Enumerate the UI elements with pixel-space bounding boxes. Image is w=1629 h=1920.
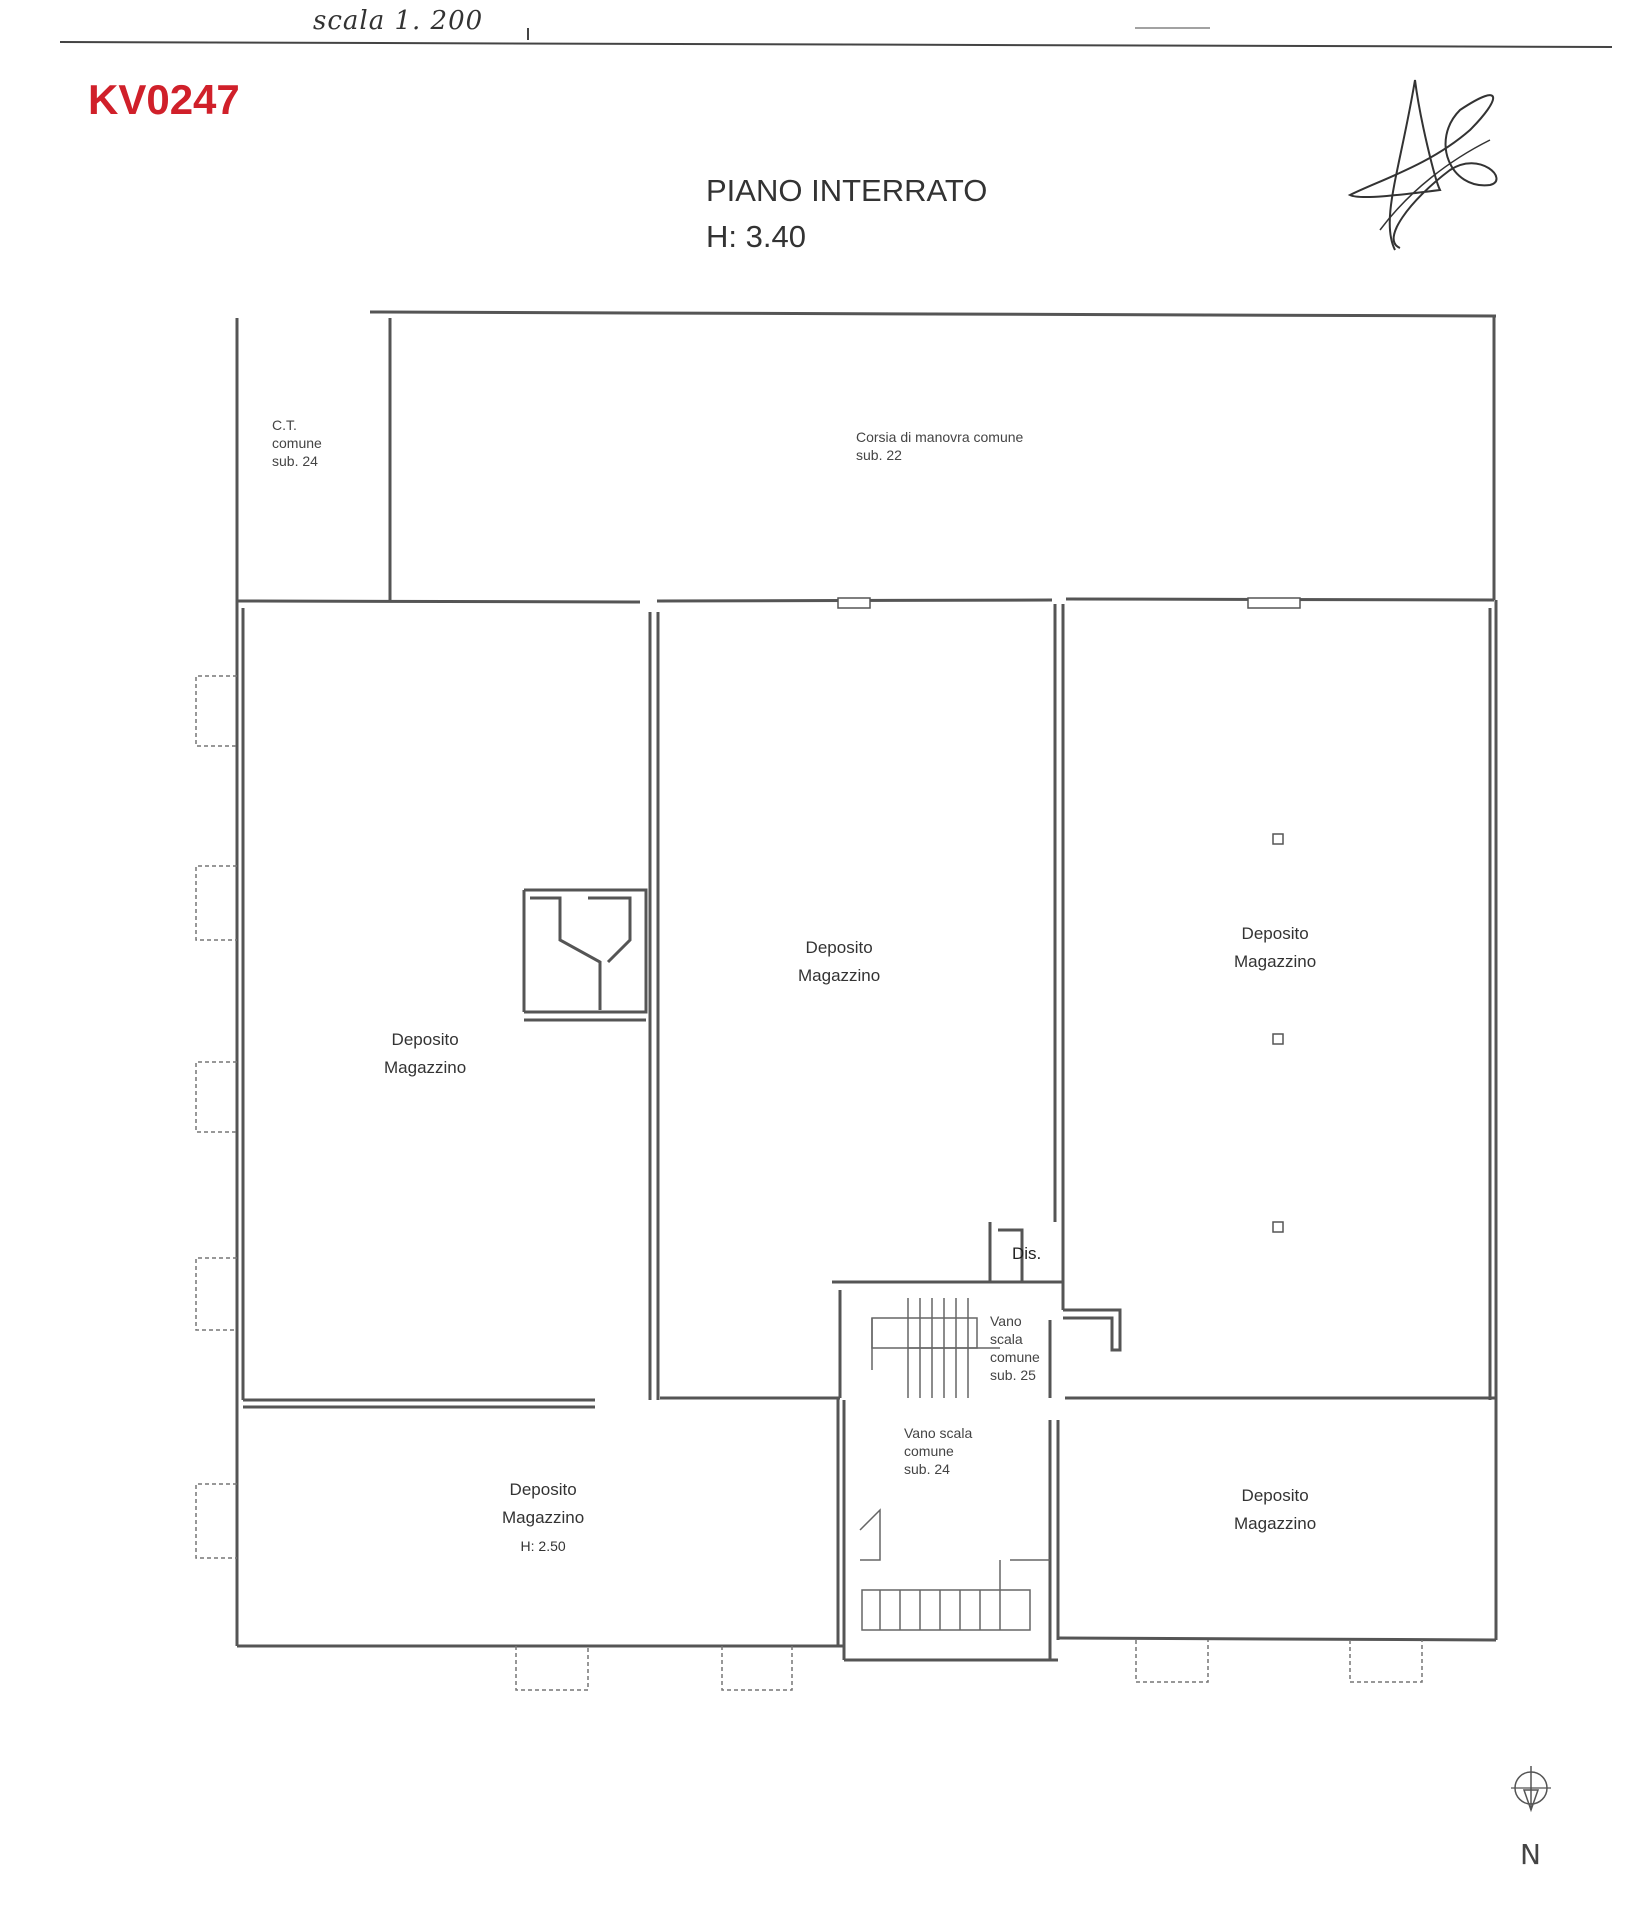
- room-vano-scala-24-label: Vano scala comune sub. 24: [904, 1424, 972, 1478]
- north-letter: N: [1520, 1838, 1541, 1871]
- north-compass-icon: [1511, 1766, 1551, 1813]
- room-south-west-label: Deposito Magazzino H: 2.50: [502, 1476, 584, 1560]
- vano-25-line4: sub. 25: [990, 1367, 1036, 1383]
- vano-24-line1: Vano scala: [904, 1425, 973, 1441]
- signature-mark: [1347, 79, 1498, 251]
- outer-walls: [235, 310, 1498, 1662]
- room-west-line2: Magazzino: [384, 1058, 467, 1077]
- room-corsia-label: Corsia di manovra comune sub. 22: [856, 428, 1023, 464]
- plan-title: PIANO INTERRATO H: 3.40: [706, 168, 987, 260]
- plan-title-floor: PIANO INTERRATO: [706, 173, 988, 208]
- room-south-west-height: H: 2.50: [520, 1538, 566, 1554]
- room-south-east-line2: Magazzino: [1234, 1514, 1317, 1533]
- room-corsia-line1: Corsia di manovra comune: [856, 429, 1024, 445]
- room-south-west-line1: Deposito: [509, 1480, 577, 1499]
- vano-24-line3: sub. 24: [904, 1461, 950, 1477]
- room-center-line2: Magazzino: [798, 966, 881, 985]
- stairs: [859, 1298, 1050, 1631]
- header-rule: [59, 27, 1613, 48]
- room-center-label: Deposito Magazzino: [798, 934, 880, 990]
- vano-25-line2: scala: [990, 1331, 1023, 1347]
- room-east-label: Deposito Magazzino: [1234, 920, 1316, 976]
- room-corsia-line2: sub. 22: [856, 447, 902, 463]
- room-west-line1: Deposito: [391, 1030, 459, 1049]
- room-south-east-label: Deposito Magazzino: [1234, 1482, 1316, 1538]
- interior-walls: [243, 604, 1496, 1660]
- room-center-line1: Deposito: [805, 938, 873, 957]
- pillars: [837, 597, 1301, 1233]
- room-south-east-line1: Deposito: [1241, 1486, 1309, 1505]
- room-dis-label: Dis.: [1012, 1244, 1042, 1263]
- vano-25-line1: Vano: [990, 1313, 1022, 1329]
- room-ct-line3: sub. 24: [272, 453, 318, 469]
- room-east-line1: Deposito: [1241, 924, 1309, 943]
- vano-25-line3: comune: [990, 1349, 1040, 1365]
- room-vano-scala-25-label: Vano scala comune sub. 25: [990, 1312, 1040, 1384]
- room-south-west-line2: Magazzino: [502, 1508, 585, 1527]
- scale-note: scala 1. 200: [313, 6, 484, 36]
- vano-24-line2: comune: [904, 1443, 954, 1459]
- window-marks: [195, 675, 1423, 1691]
- room-east-line2: Magazzino: [1234, 952, 1317, 971]
- room-ct-line1: C.T.: [272, 417, 297, 433]
- room-ct-line2: comune: [272, 435, 322, 451]
- plan-title-height: H: 3.40: [706, 219, 806, 254]
- room-ct-label: C.T. comune sub. 24: [272, 416, 322, 470]
- document-code: KV0247: [88, 76, 240, 123]
- room-west-label: Deposito Magazzino: [384, 1026, 466, 1082]
